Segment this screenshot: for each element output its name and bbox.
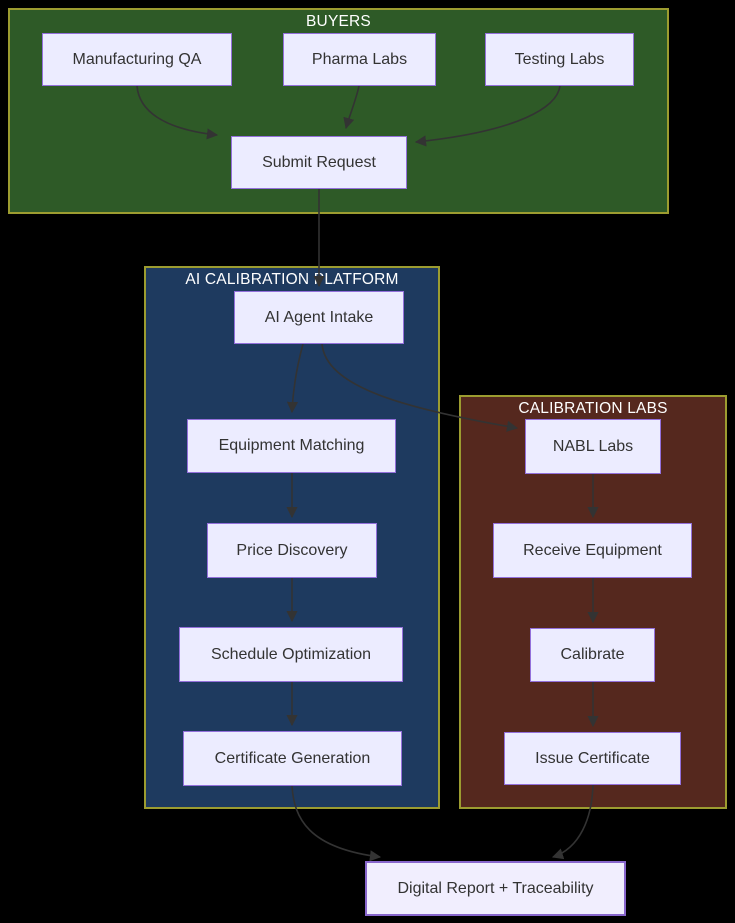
node-nabl-labs: NABL Labs — [525, 419, 661, 474]
cluster-calibration-labs-title: CALIBRATION LABS — [518, 400, 668, 417]
node-digital-report-traceability-label: Digital Report + Traceability — [397, 879, 594, 897]
cluster-buyers-title: BUYERS — [306, 13, 371, 30]
node-ai-agent-intake-label: AI Agent Intake — [264, 308, 374, 326]
node-schedule-optimization-label: Schedule Optimization — [210, 645, 372, 663]
node-pharma-labs-label: Pharma Labs — [311, 50, 408, 68]
node-issue-certificate-label: Issue Certificate — [535, 749, 650, 767]
node-equipment-matching-label: Equipment Matching — [218, 437, 365, 454]
node-calibrate: Calibrate — [530, 628, 655, 682]
node-price-discovery-label: Price Discovery — [236, 541, 348, 559]
node-submit-request: Submit Request — [231, 136, 407, 189]
node-pharma-labs: Pharma Labs — [283, 33, 436, 86]
node-digital-report-traceability: Digital Report + Traceability — [365, 861, 626, 916]
node-issue-certificate: Issue Certificate — [504, 732, 681, 785]
node-equipment-matching: Equipment Matching — [187, 419, 396, 473]
node-certificate-generation-label: Certificate Generation — [214, 749, 371, 767]
node-manufacturing-qa: Manufacturing QA — [42, 33, 232, 86]
node-nabl-labs-label: NABL Labs — [552, 437, 634, 455]
node-manufacturing-qa-label: Manufacturing QA — [72, 50, 202, 68]
node-calibrate-label: Calibrate — [560, 646, 625, 663]
node-testing-labs-label: Testing Labs — [514, 50, 605, 68]
node-receive-equipment: Receive Equipment — [493, 523, 692, 578]
node-schedule-optimization: Schedule Optimization — [179, 627, 403, 682]
node-receive-equipment-label: Receive Equipment — [523, 541, 662, 559]
node-ai-agent-intake: AI Agent Intake — [234, 291, 404, 344]
node-price-discovery: Price Discovery — [207, 523, 377, 578]
node-submit-request-label: Submit Request — [262, 153, 376, 171]
node-certificate-generation: Certificate Generation — [183, 731, 402, 786]
cluster-ai-calibration-platform-title: AI CALIBRATION PLATFORM — [185, 271, 399, 288]
node-testing-labs: Testing Labs — [485, 33, 634, 86]
